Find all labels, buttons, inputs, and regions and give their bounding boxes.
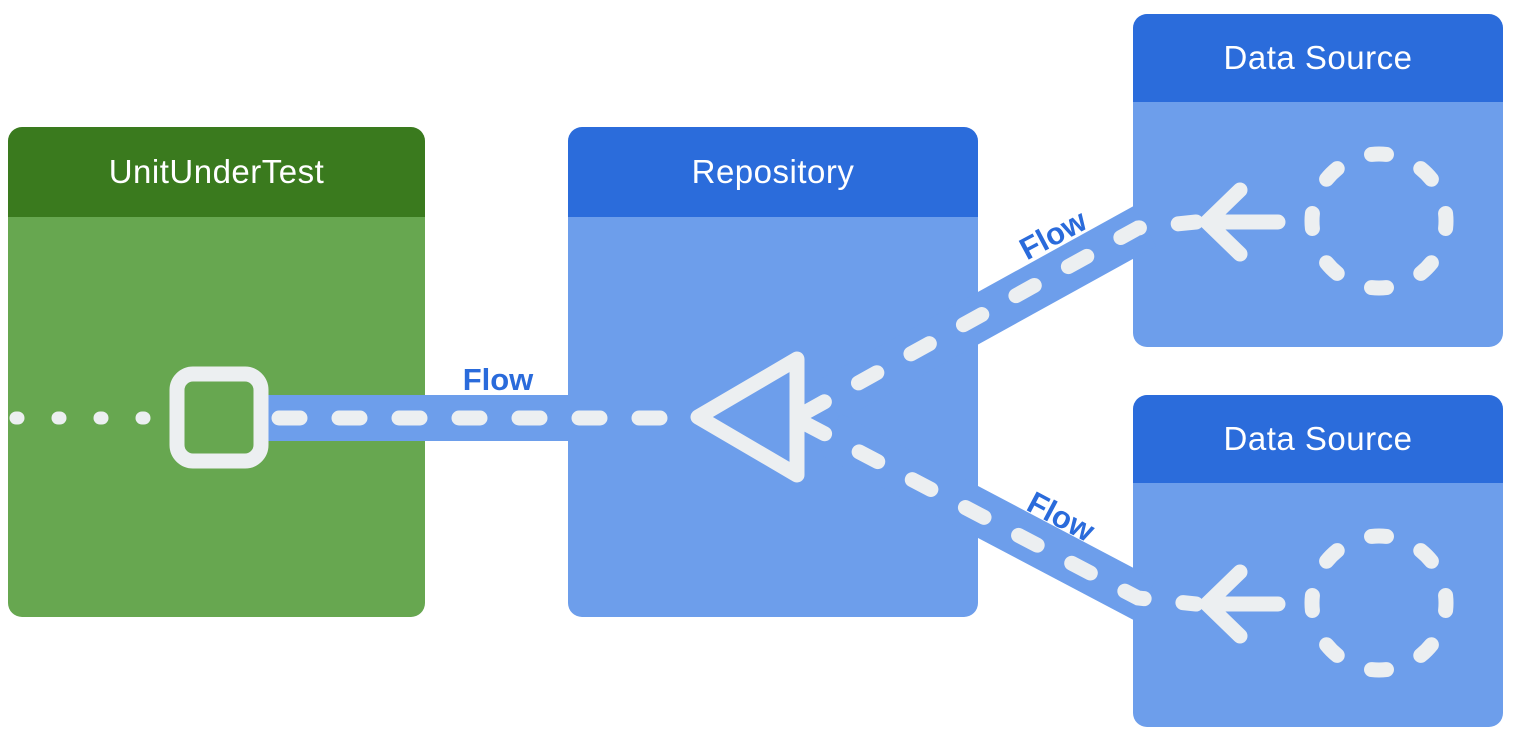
node-body [8,217,425,617]
node-data-source-top: Data Source [1133,14,1503,347]
node-unit-under-test: UnitUnderTest [8,127,425,617]
node-header: Data Source [1133,395,1503,483]
node-repository: Repository [568,127,978,617]
flow-label-horizontal: Flow [463,362,534,397]
node-body [568,217,978,617]
node-body [1133,102,1503,347]
node-title: Data Source [1223,420,1413,457]
node-title: UnitUnderTest [108,153,325,190]
node-data-source-bottom: Data Source [1133,395,1503,727]
node-title: Repository [691,153,855,190]
flow-label-upper: Flow [1014,202,1094,266]
node-header: UnitUnderTest [8,127,425,217]
node-title: Data Source [1223,39,1413,76]
flow-label-lower: Flow [1022,485,1102,549]
node-header: Repository [568,127,978,217]
node-body [1133,483,1503,727]
node-header: Data Source [1133,14,1503,102]
